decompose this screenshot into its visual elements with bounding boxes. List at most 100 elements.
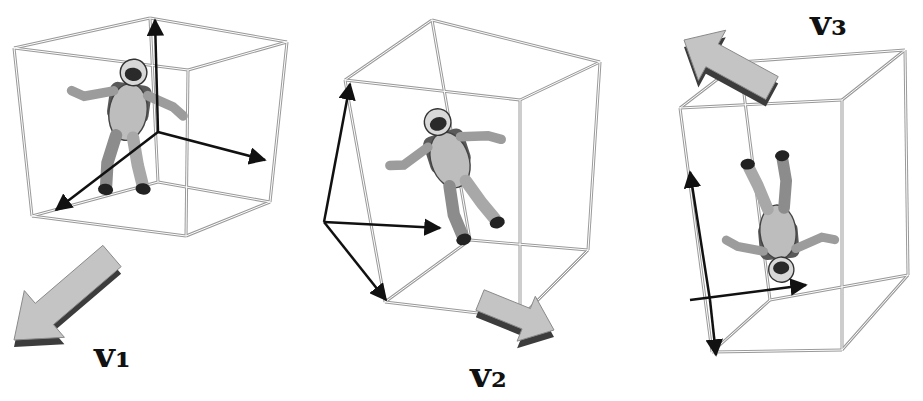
drawing-part — [775, 150, 790, 162]
cube-edge — [905, 50, 908, 275]
cube-edge — [519, 100, 522, 318]
axis-arrow — [324, 222, 440, 228]
arrow-top — [14, 245, 121, 340]
drawing-part — [488, 215, 506, 231]
drawing-part — [421, 105, 455, 139]
axis-arrow — [690, 172, 710, 300]
drawing-part — [104, 135, 116, 186]
astronaut — [378, 92, 529, 259]
axis-arrow — [158, 132, 265, 160]
drawing-part — [740, 158, 755, 170]
cube-edge — [432, 20, 600, 62]
cube-edge-inner — [842, 50, 905, 100]
cube-edge — [345, 20, 432, 80]
cube-edge-inner — [712, 300, 770, 352]
cube-edge-inner — [520, 100, 521, 318]
astronaut — [58, 51, 190, 204]
cube-edge-inner — [150, 18, 287, 42]
cube-wireframe-inner — [14, 18, 908, 352]
axis-arrow — [324, 84, 350, 222]
axis-arrow — [690, 285, 806, 300]
axis-arrows — [56, 20, 806, 355]
cube-edge — [14, 48, 32, 216]
cube-edge-inner — [32, 216, 186, 236]
axis-arrow — [324, 222, 386, 300]
drawing-part — [773, 261, 790, 275]
cube-edge-inner — [345, 80, 520, 100]
velocity-arrows — [14, 30, 778, 348]
drawing-part — [768, 256, 795, 283]
cube-edge-inner — [345, 20, 432, 80]
cube-edge — [520, 62, 600, 100]
cube-edge — [680, 108, 712, 352]
cube-edge-inner — [470, 240, 588, 250]
cube-edge — [158, 182, 270, 202]
cube-edge — [712, 350, 842, 352]
axis-arrow — [710, 300, 716, 355]
cube-edge — [270, 42, 287, 202]
cube-edge-inner — [680, 108, 712, 352]
cube-edge-inner — [186, 70, 188, 236]
cube-edge — [345, 80, 520, 100]
cube-edge-inner — [270, 42, 287, 202]
cube-edge — [842, 50, 905, 100]
cube-edge-inner — [842, 275, 908, 350]
cube-edge — [712, 300, 770, 352]
axis-arrow — [155, 20, 158, 132]
drawing-part — [124, 67, 143, 83]
axis-arrow — [56, 132, 158, 210]
cube-edge-inner — [432, 20, 600, 62]
astronauts — [58, 51, 838, 287]
drawing-part — [388, 147, 431, 169]
drawing-part — [726, 237, 763, 254]
vector-label: v₁ — [94, 336, 131, 372]
cube-edge — [186, 202, 270, 236]
drawing-part — [780, 159, 789, 208]
drawing-part — [135, 182, 152, 195]
cube-edge-inner — [842, 100, 843, 350]
cube-edge-inner — [520, 62, 600, 100]
cube-edge-inner — [385, 240, 470, 302]
cube-edge-inner — [14, 48, 32, 216]
cube-edge-inner — [588, 62, 600, 250]
arrow-top — [684, 30, 778, 99]
astronaut — [719, 146, 838, 286]
cube-edge-inner — [186, 202, 270, 236]
drawing-part — [71, 85, 114, 100]
cube-edge-inner — [14, 18, 150, 48]
cube-edge-inner — [905, 50, 908, 275]
drawing-part — [119, 57, 149, 87]
cube-edge — [588, 62, 600, 250]
cube-edge — [385, 240, 470, 302]
cube-edge — [186, 70, 188, 236]
cube-edge — [150, 18, 287, 42]
cube-edge — [841, 100, 844, 350]
cube-edge-inner — [345, 80, 385, 302]
cube-edge — [32, 182, 158, 216]
drawing-part — [97, 183, 114, 196]
cube-edge — [188, 42, 287, 70]
cube-edge — [345, 80, 385, 302]
cube-wireframes — [14, 18, 908, 352]
drawing-part — [455, 232, 473, 248]
cube-edge — [14, 48, 188, 70]
cube-edge — [470, 240, 588, 250]
drawing-part — [428, 115, 448, 133]
cube-edge — [14, 18, 150, 48]
cube-edge — [32, 216, 186, 236]
drawing-part — [460, 125, 501, 151]
cube-edge-inner — [188, 42, 287, 70]
vector-label: v₂ — [470, 356, 507, 392]
drawing-part — [749, 166, 768, 210]
vector-label: v₃ — [810, 4, 847, 40]
cube-edge — [740, 50, 905, 62]
drawing-part — [145, 96, 185, 116]
drawing-part — [445, 186, 465, 236]
cube-edge-inner — [712, 350, 842, 352]
cube-edge-inner — [158, 182, 270, 202]
drawing-part — [127, 138, 149, 185]
cube-edge-inner — [14, 48, 188, 70]
drawing-part — [466, 176, 495, 224]
cube-edge-inner — [740, 50, 905, 62]
